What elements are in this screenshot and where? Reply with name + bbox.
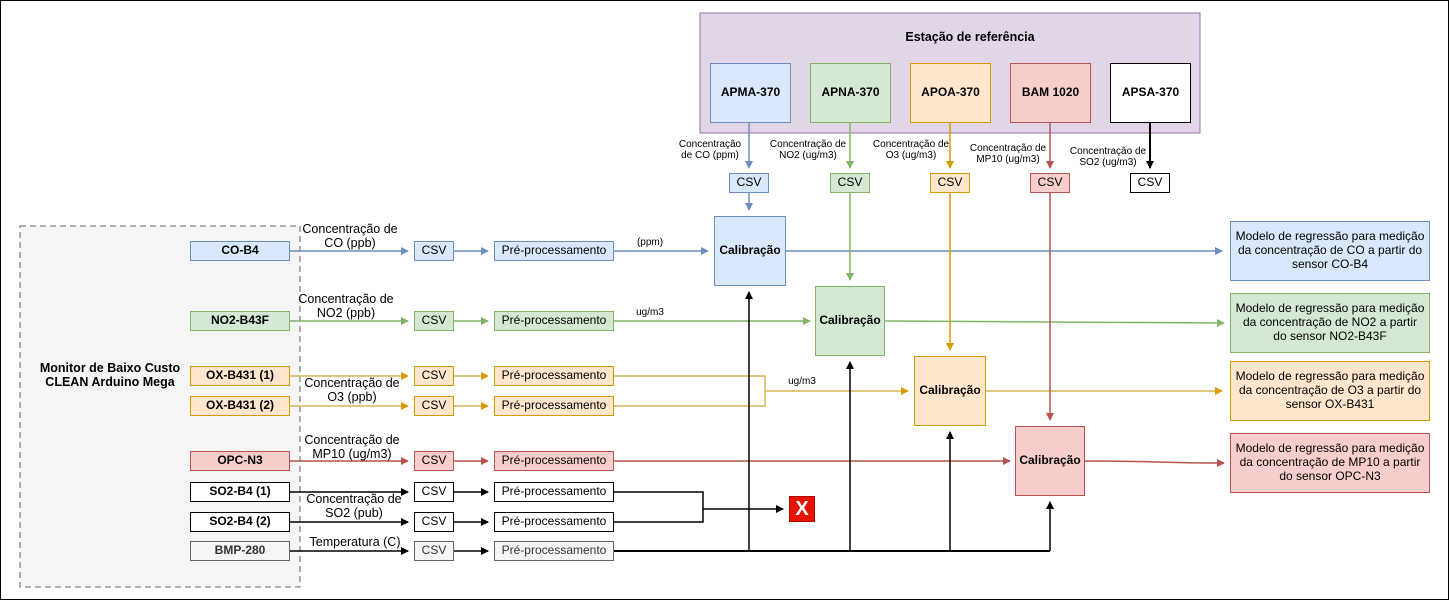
so2-output-label: Concentração de SO2 (pub) xyxy=(306,492,402,520)
mp10-output-label: Concentração de MP10 (ug/m3) xyxy=(304,433,400,461)
no2-calib-to-model-arrow xyxy=(884,318,1225,327)
so2-prep-merge-line xyxy=(614,491,704,523)
apsa-370-node: APSA-370 xyxy=(1110,63,1191,123)
sensor-ox-b431-1: OX-B431 (1) xyxy=(190,366,290,386)
no2-output-label: Concentração de NO2 (ppb) xyxy=(298,292,394,320)
apna-csv-node: CSV xyxy=(830,173,870,193)
ox2-preprocessing-node: Pré-processamento xyxy=(494,396,614,416)
co-unit-label: (ppm) xyxy=(636,237,664,248)
mp10-calibration-node: Calibração xyxy=(1015,426,1085,496)
o3-model-output: Modelo de regressão para medição da conc… xyxy=(1230,361,1430,421)
no2-csv-node: CSV xyxy=(414,311,454,331)
apsa-csv-node: CSV xyxy=(1130,173,1170,193)
ox1-preprocessing-node: Pré-processamento xyxy=(494,366,614,386)
o3-unit-label: ug/m3 xyxy=(788,376,816,387)
ox1-csv-node: CSV xyxy=(414,366,454,386)
sensor-co-b4: CO-B4 xyxy=(190,241,290,261)
apma-370-node: APMA-370 xyxy=(710,63,791,123)
monitor-title: Monitor de Baixo Custo CLEAN Arduino Meg… xyxy=(39,361,181,389)
sensor-no2-b43f: NO2-B43F xyxy=(190,311,290,331)
bmp-preprocessing-node: Pré-processamento xyxy=(494,541,614,561)
mp10-calib-to-model-arrow xyxy=(1084,458,1225,467)
o3-output-label: Concentração de O3 (ppb) xyxy=(304,376,400,404)
opc-preprocessing-node: Pré-processamento xyxy=(494,451,614,471)
no2-calibration-node: Calibração xyxy=(815,286,885,356)
reference-station-title: Estação de referência xyxy=(905,30,1035,44)
ox2-csv-node: CSV xyxy=(414,396,454,416)
bam-1020-node: BAM 1020 xyxy=(1010,63,1091,123)
so2-2-preprocessing-node: Pré-processamento xyxy=(494,512,614,532)
apoa-370-node: APOA-370 xyxy=(910,63,991,123)
ox-prep-merge-line xyxy=(614,375,766,407)
temperature-output-label: Temperatura (C) xyxy=(309,535,401,549)
bmp-csv-node: CSV xyxy=(414,541,454,561)
apoa-output-label: Concentração de O3 (ug/m3) xyxy=(872,139,950,161)
apma-csv-node: CSV xyxy=(729,173,769,193)
apoa-csv-node: CSV xyxy=(930,173,970,193)
bam-csv-node: CSV xyxy=(1030,173,1070,193)
opc-csv-node: CSV xyxy=(414,451,454,471)
co-csv-node: CSV xyxy=(414,241,454,261)
sensor-bmp-280: BMP-280 xyxy=(190,541,290,561)
bam-output-label: Concentração de MP10 (ug/m3) xyxy=(969,143,1047,165)
sensor-so2-b4-1: SO2-B4 (1) xyxy=(190,482,290,502)
apna-370-node: APNA-370 xyxy=(810,63,891,123)
co-preprocessing-node: Pré-processamento xyxy=(494,241,614,261)
co-calibration-node: Calibração xyxy=(714,216,786,286)
co-b4-output-label: Concentração de CO (ppb) xyxy=(302,222,398,250)
apma-output-label: Concentração de CO (ppm) xyxy=(678,139,742,161)
sensor-opc-n3: OPC-N3 xyxy=(190,451,290,471)
apna-output-label: Concentração de NO2 (ug/m3) xyxy=(769,139,847,161)
no2-model-output: Modelo de regressão para medição da conc… xyxy=(1230,293,1430,353)
o3-calibration-node: Calibração xyxy=(914,356,986,426)
so2-1-csv-node: CSV xyxy=(414,482,454,502)
apsa-output-label: Concentração de SO2 (ug/m3) xyxy=(1069,146,1147,168)
so2-2-csv-node: CSV xyxy=(414,512,454,532)
no2-preprocessing-node: Pré-processamento xyxy=(494,311,614,331)
so2-1-preprocessing-node: Pré-processamento xyxy=(494,482,614,502)
discard-x-icon: X xyxy=(789,496,815,522)
sensor-so2-b4-2: SO2-B4 (2) xyxy=(190,512,290,532)
co-model-output: Modelo de regressão para medição da conc… xyxy=(1230,221,1430,281)
sensor-ox-b431-2: OX-B431 (2) xyxy=(190,396,290,416)
mp10-model-output: Modelo de regressão para medição da conc… xyxy=(1230,433,1430,493)
no2-unit-label: ug/m3 xyxy=(636,307,664,318)
